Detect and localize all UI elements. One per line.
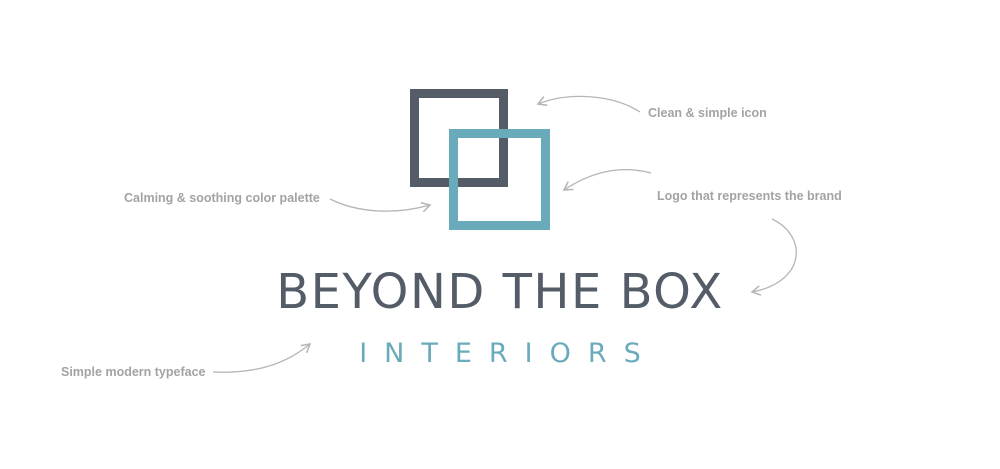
arrow-to-icon bbox=[536, 95, 641, 113]
arrow-to-palette bbox=[329, 198, 432, 213]
annotation-clean-icon: Clean & simple icon bbox=[648, 106, 767, 120]
overlapping-squares-logo-icon bbox=[410, 89, 550, 230]
annotation-represents-brand: Logo that represents the brand bbox=[657, 189, 842, 203]
brand-wordmark: BEYOND THE BOX bbox=[276, 264, 724, 320]
teal-square-icon bbox=[449, 129, 550, 230]
brand-subtitle: INTERIORS bbox=[359, 338, 658, 369]
arrow-to-typeface bbox=[212, 343, 312, 373]
arrow-to-logo bbox=[562, 169, 652, 191]
annotation-typeface: Simple modern typeface bbox=[61, 365, 206, 379]
arrow-to-wordmark bbox=[750, 218, 797, 296]
annotation-color-palette: Calming & soothing color palette bbox=[124, 191, 320, 205]
